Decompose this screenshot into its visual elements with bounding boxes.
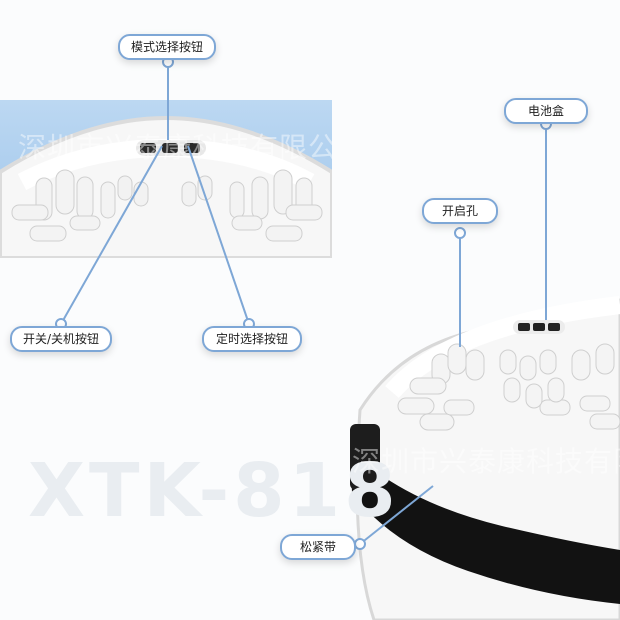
- power-button-label: 开关/关机按钮: [10, 326, 112, 352]
- watermark-main: 深圳市兴泰康科技有限公司: [352, 445, 620, 478]
- battery-button-3: [548, 323, 560, 331]
- model-number-watermark: XTK-818: [28, 448, 400, 534]
- center-nodes-main: [499, 349, 565, 409]
- open-hole-label: 开启孔: [422, 198, 498, 224]
- mask-upper-rim: [385, 296, 620, 399]
- massage-nodes-right: [229, 169, 323, 242]
- strap-buckle: [350, 424, 380, 490]
- massage-nodes-main-left: [397, 343, 485, 431]
- callout-connectors: [60, 62, 547, 545]
- elastic-strap: [350, 432, 620, 604]
- detail-photo: 深圳市兴泰康科技有限公司: [0, 100, 332, 258]
- battery-button-1: [518, 323, 530, 331]
- watermark-top-left: 深圳市兴泰康科技有限公司: [18, 131, 332, 164]
- massage-nodes-main-right: [539, 343, 620, 430]
- timer-button-label: 定时选择按钮: [202, 326, 302, 352]
- device-top-detail: [0, 115, 332, 258]
- mode-button-label: 模式选择按钮: [118, 34, 216, 60]
- massage-nodes-left: [11, 169, 116, 242]
- battery-button-2: [533, 323, 545, 331]
- strap-label: 松紧带: [280, 534, 356, 560]
- battery-box-label: 电池盒: [504, 98, 588, 124]
